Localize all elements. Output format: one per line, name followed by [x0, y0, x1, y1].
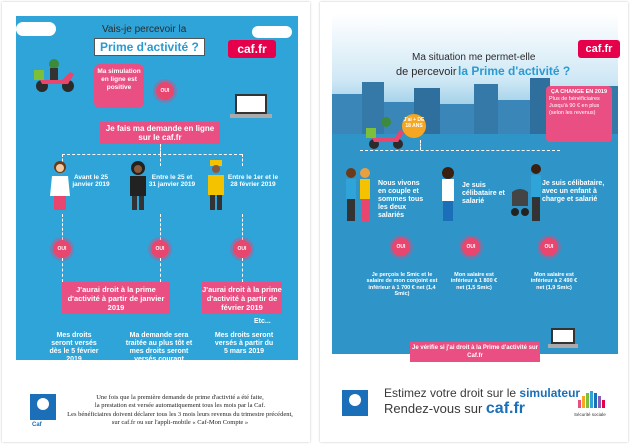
left-title-line2: Prime d'activité ? — [94, 38, 205, 56]
oui-badge: OUI — [53, 240, 71, 258]
oui-badge: OUI — [540, 238, 558, 256]
connector-line — [360, 150, 560, 151]
footer-caf-link[interactable]: caf.fr — [485, 400, 526, 417]
result-fin-janvier: Ma demande sera traitée au plus tôt et m… — [125, 332, 193, 372]
connector-line — [62, 214, 63, 240]
left-footer: Une fois que la première demande de prim… — [60, 394, 300, 428]
connector-line — [62, 258, 63, 282]
woman-with-phone-icon — [50, 161, 70, 210]
caf-logo: caf.fr — [228, 40, 276, 58]
laptop-icon — [548, 328, 578, 348]
droit-fevrier-box: J'aurai droit à la prime d'activité à pa… — [202, 282, 282, 314]
ca-change-item: Jusqu'à 90 € en plus (selon les revenus) — [549, 103, 600, 116]
right-footer-line2: Rendez-vous sur caf.fr — [384, 400, 525, 418]
securite-sociale-logo-icon — [578, 391, 605, 408]
date-fevrier: Entre le 1er et le 28 février 2019 — [227, 174, 279, 189]
oui-badge: OUI — [156, 82, 174, 100]
connector-line — [62, 154, 242, 155]
scooter-delivery-icon — [34, 59, 74, 92]
oui-badge: OUI — [233, 240, 251, 258]
ca-change-title: ÇA CHANGE EN 2019 — [550, 89, 608, 95]
caf-emblem-icon — [342, 390, 368, 416]
couple-icon — [346, 168, 370, 221]
etc-label: Etc... — [254, 318, 271, 325]
result-janvier: Mes droits seront versés dès le 5 févrie… — [49, 332, 99, 364]
single-woman-icon — [442, 167, 454, 221]
footer-simulateur: simulateur — [519, 386, 581, 400]
salaire-couple: Je perçois le Smic et le salaire de mon … — [366, 272, 438, 297]
right-footer-line1: Estimez votre droit sur le simulateur — [384, 386, 580, 400]
caf-logo: caf.fr — [578, 40, 620, 58]
footer-line: Une fois que la première demande de prim… — [96, 394, 264, 401]
footer-line: Les bénéficiaires doivent déclarer tous … — [67, 410, 293, 418]
situation-celibataire: Je suis célibataire et salarié — [462, 182, 505, 206]
droit-janvier-box: J'aurai droit à la prime d'activité à pa… — [62, 282, 170, 314]
date-25-31-janvier: Entre le 25 et 31 janvier 2019 — [148, 174, 196, 189]
oui-badge: OUI — [151, 240, 169, 258]
age-badge: J'ai + DE 18 ANS — [402, 114, 426, 138]
worker-in-vest-icon — [208, 160, 224, 210]
connector-line — [62, 154, 63, 166]
simulation-bubble: Ma simulation en ligne est positive — [94, 64, 144, 108]
connector-line — [160, 258, 161, 282]
verif-banner: Je vérifie si j'ai droit à la Prime d'ac… — [410, 342, 540, 362]
man-in-hoodie-icon — [130, 161, 146, 210]
oui-badge: OUI — [462, 238, 480, 256]
connector-line — [160, 144, 161, 154]
demande-banner: Je fais ma demande en ligne sur le caf.f… — [100, 122, 220, 144]
caf-emblem-icon — [30, 394, 56, 420]
footer-line: la prestation est versée automatiquement… — [94, 402, 266, 410]
situation-couple: Nous vivons en couple et sommes tous les… — [378, 180, 424, 220]
connector-line — [242, 214, 243, 240]
securite-sociale-label: Sécurité sociale — [574, 412, 606, 417]
scooter-delivery-icon — [366, 117, 404, 149]
cloud-decoration — [252, 26, 292, 38]
caf-label: Caf — [32, 422, 42, 428]
cloud-decoration — [16, 22, 56, 36]
connector-line — [160, 154, 161, 166]
salaire-parent: Mon salaire est inférieur à 2 490 € net … — [530, 272, 578, 291]
connector-line — [242, 258, 243, 282]
situation-parent: Je suis célibataire, avec un enfant à ch… — [542, 180, 605, 204]
date-avant-25-janvier: Avant le 25 janvier 2019 — [72, 174, 110, 189]
right-flyer: Ma situation me permet-elle de percevoir… — [320, 2, 628, 442]
ca-change-item: Plus de bénéficiaires — [549, 96, 600, 102]
salaire-celibataire: Mon salaire est inférieur à 1 800 € net … — [450, 272, 498, 291]
result-fevrier: Mes droits seront versés à partir du 5 m… — [214, 332, 274, 356]
footer-text: Rendez-vous sur — [384, 401, 483, 416]
parent-with-stroller-icon — [511, 164, 541, 221]
ca-change-box: ÇA CHANGE EN 2019 Plus de bénéficiaires … — [546, 86, 612, 142]
right-title-line2b: la Prime d'activité ? — [458, 64, 571, 78]
connector-line — [160, 214, 161, 240]
connector-line — [242, 154, 243, 166]
laptop-icon — [230, 94, 272, 118]
left-flyer: Vais-je percevoir la Prime d'activité ? … — [2, 2, 310, 442]
footer-line: sur caf.fr ou sur l'appli-mobile « Caf-M… — [111, 419, 249, 427]
footer-text: Estimez votre droit sur le — [384, 386, 517, 400]
oui-badge: OUI — [392, 238, 410, 256]
left-title-line1: Vais-je percevoir la — [102, 24, 187, 35]
right-title-line2a: de percevoir — [396, 66, 457, 78]
right-title-line1: Ma situation me permet-elle — [412, 52, 536, 63]
connector-line — [420, 140, 421, 150]
